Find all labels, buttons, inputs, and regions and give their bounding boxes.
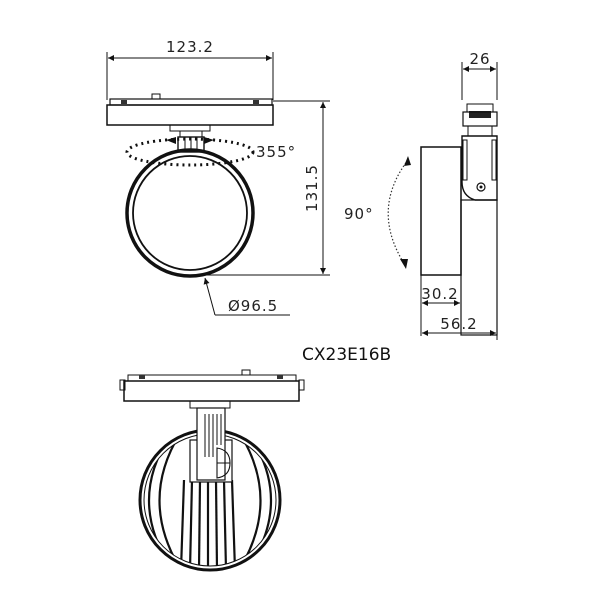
track-adapter [106,93,274,132]
side-view: 26 90° 30. [344,50,498,340]
tilt-indicator: 90° [344,156,411,269]
lamp-head-front [125,148,255,278]
tilt-label: 90° [344,205,374,223]
side-bracket [461,135,498,201]
side-adapter [462,103,498,137]
rear-track-adapter [119,369,305,409]
rotation-label: 355° [256,143,296,161]
model-code: CX23E16B [302,345,391,365]
head-depth-label: 30.2 [421,285,458,303]
width-dimension-label: 123.2 [166,38,214,56]
total-depth-label: 56.2 [440,315,477,333]
rotation-indicator: 355° [125,137,296,167]
rear-bracket [189,407,233,483]
rear-view [119,369,305,572]
height-dimension-label: 131.5 [303,164,321,212]
side-head [420,146,498,336]
front-view: 123.2 355° [106,38,330,316]
diameter-label: Ø96.5 [228,297,278,315]
adapter-width-label: 26 [469,50,490,68]
